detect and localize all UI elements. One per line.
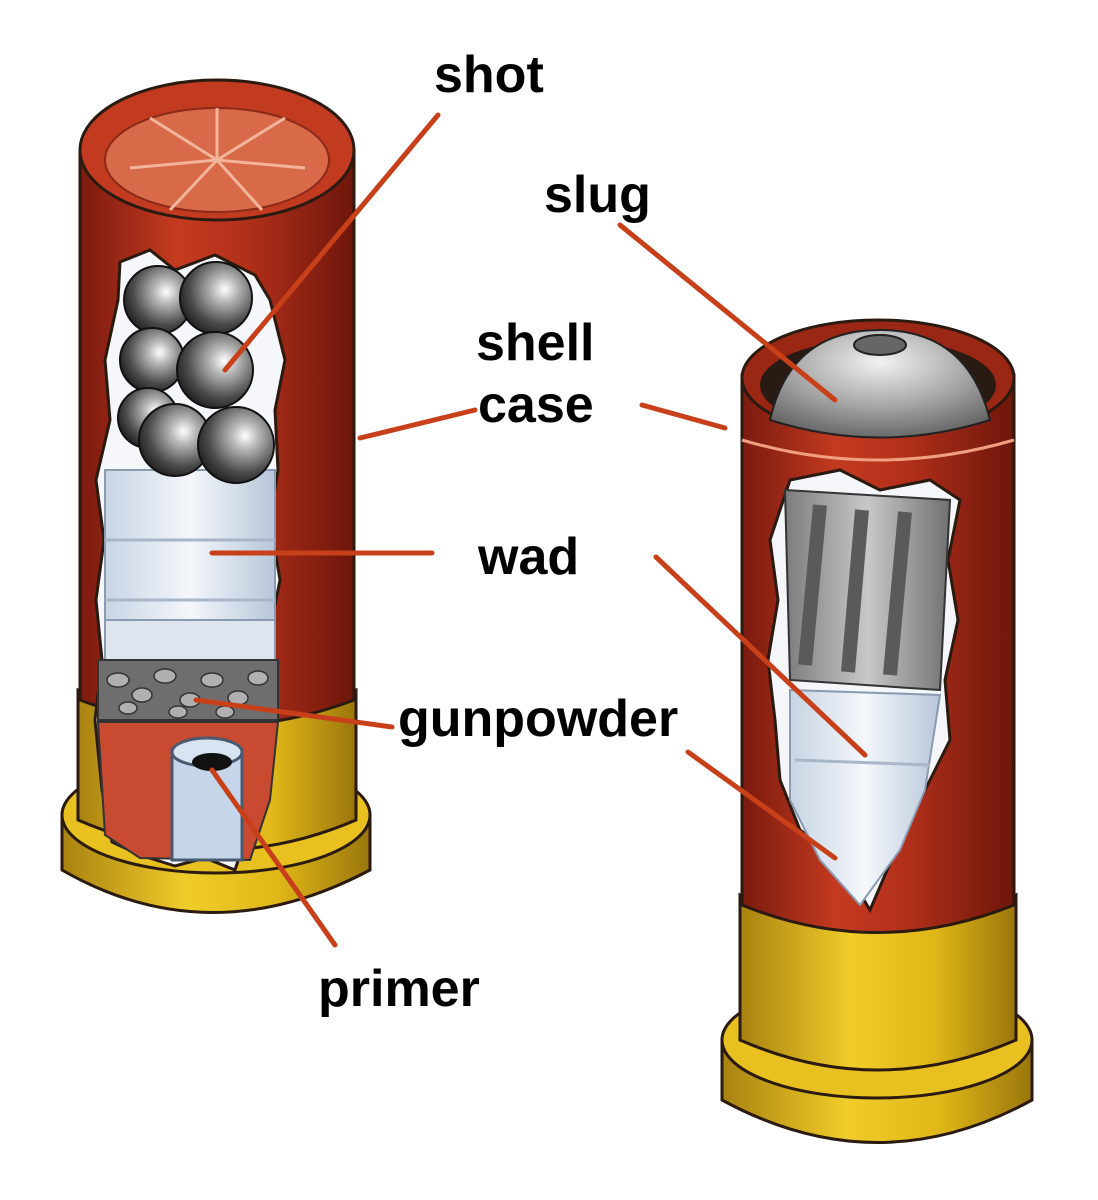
leader-primer [209, 767, 338, 948]
slug-ribs [798, 504, 912, 676]
right-shell [720, 318, 1034, 1144]
labels: shot slug shell case wad gunpowder prime… [318, 46, 678, 1018]
left-shell [60, 78, 372, 914]
leader-shell-case-right [639, 402, 728, 431]
label-wad: wad [477, 528, 579, 586]
label-slug: slug [544, 166, 651, 224]
label-gunpowder: gunpowder [398, 690, 678, 748]
right-slug [768, 328, 992, 439]
leader-shot [222, 112, 441, 373]
leader-slug [617, 222, 838, 403]
leader-gunpowder-left [193, 697, 395, 730]
left-wad [104, 469, 276, 631]
label-shell-case-line2: case [478, 376, 594, 434]
leader-lines [193, 112, 868, 948]
leader-shell-case-left [357, 407, 478, 441]
label-primer: primer [318, 960, 480, 1018]
label-shot: shot [434, 46, 544, 104]
left-shot-pellets [117, 261, 275, 484]
leader-wad-right [653, 554, 868, 758]
left-crimp-folds [129, 108, 306, 212]
label-shell-case-line1: shell [476, 314, 595, 372]
leader-gunpowder-right [685, 749, 838, 861]
powder-grains [106, 668, 269, 719]
